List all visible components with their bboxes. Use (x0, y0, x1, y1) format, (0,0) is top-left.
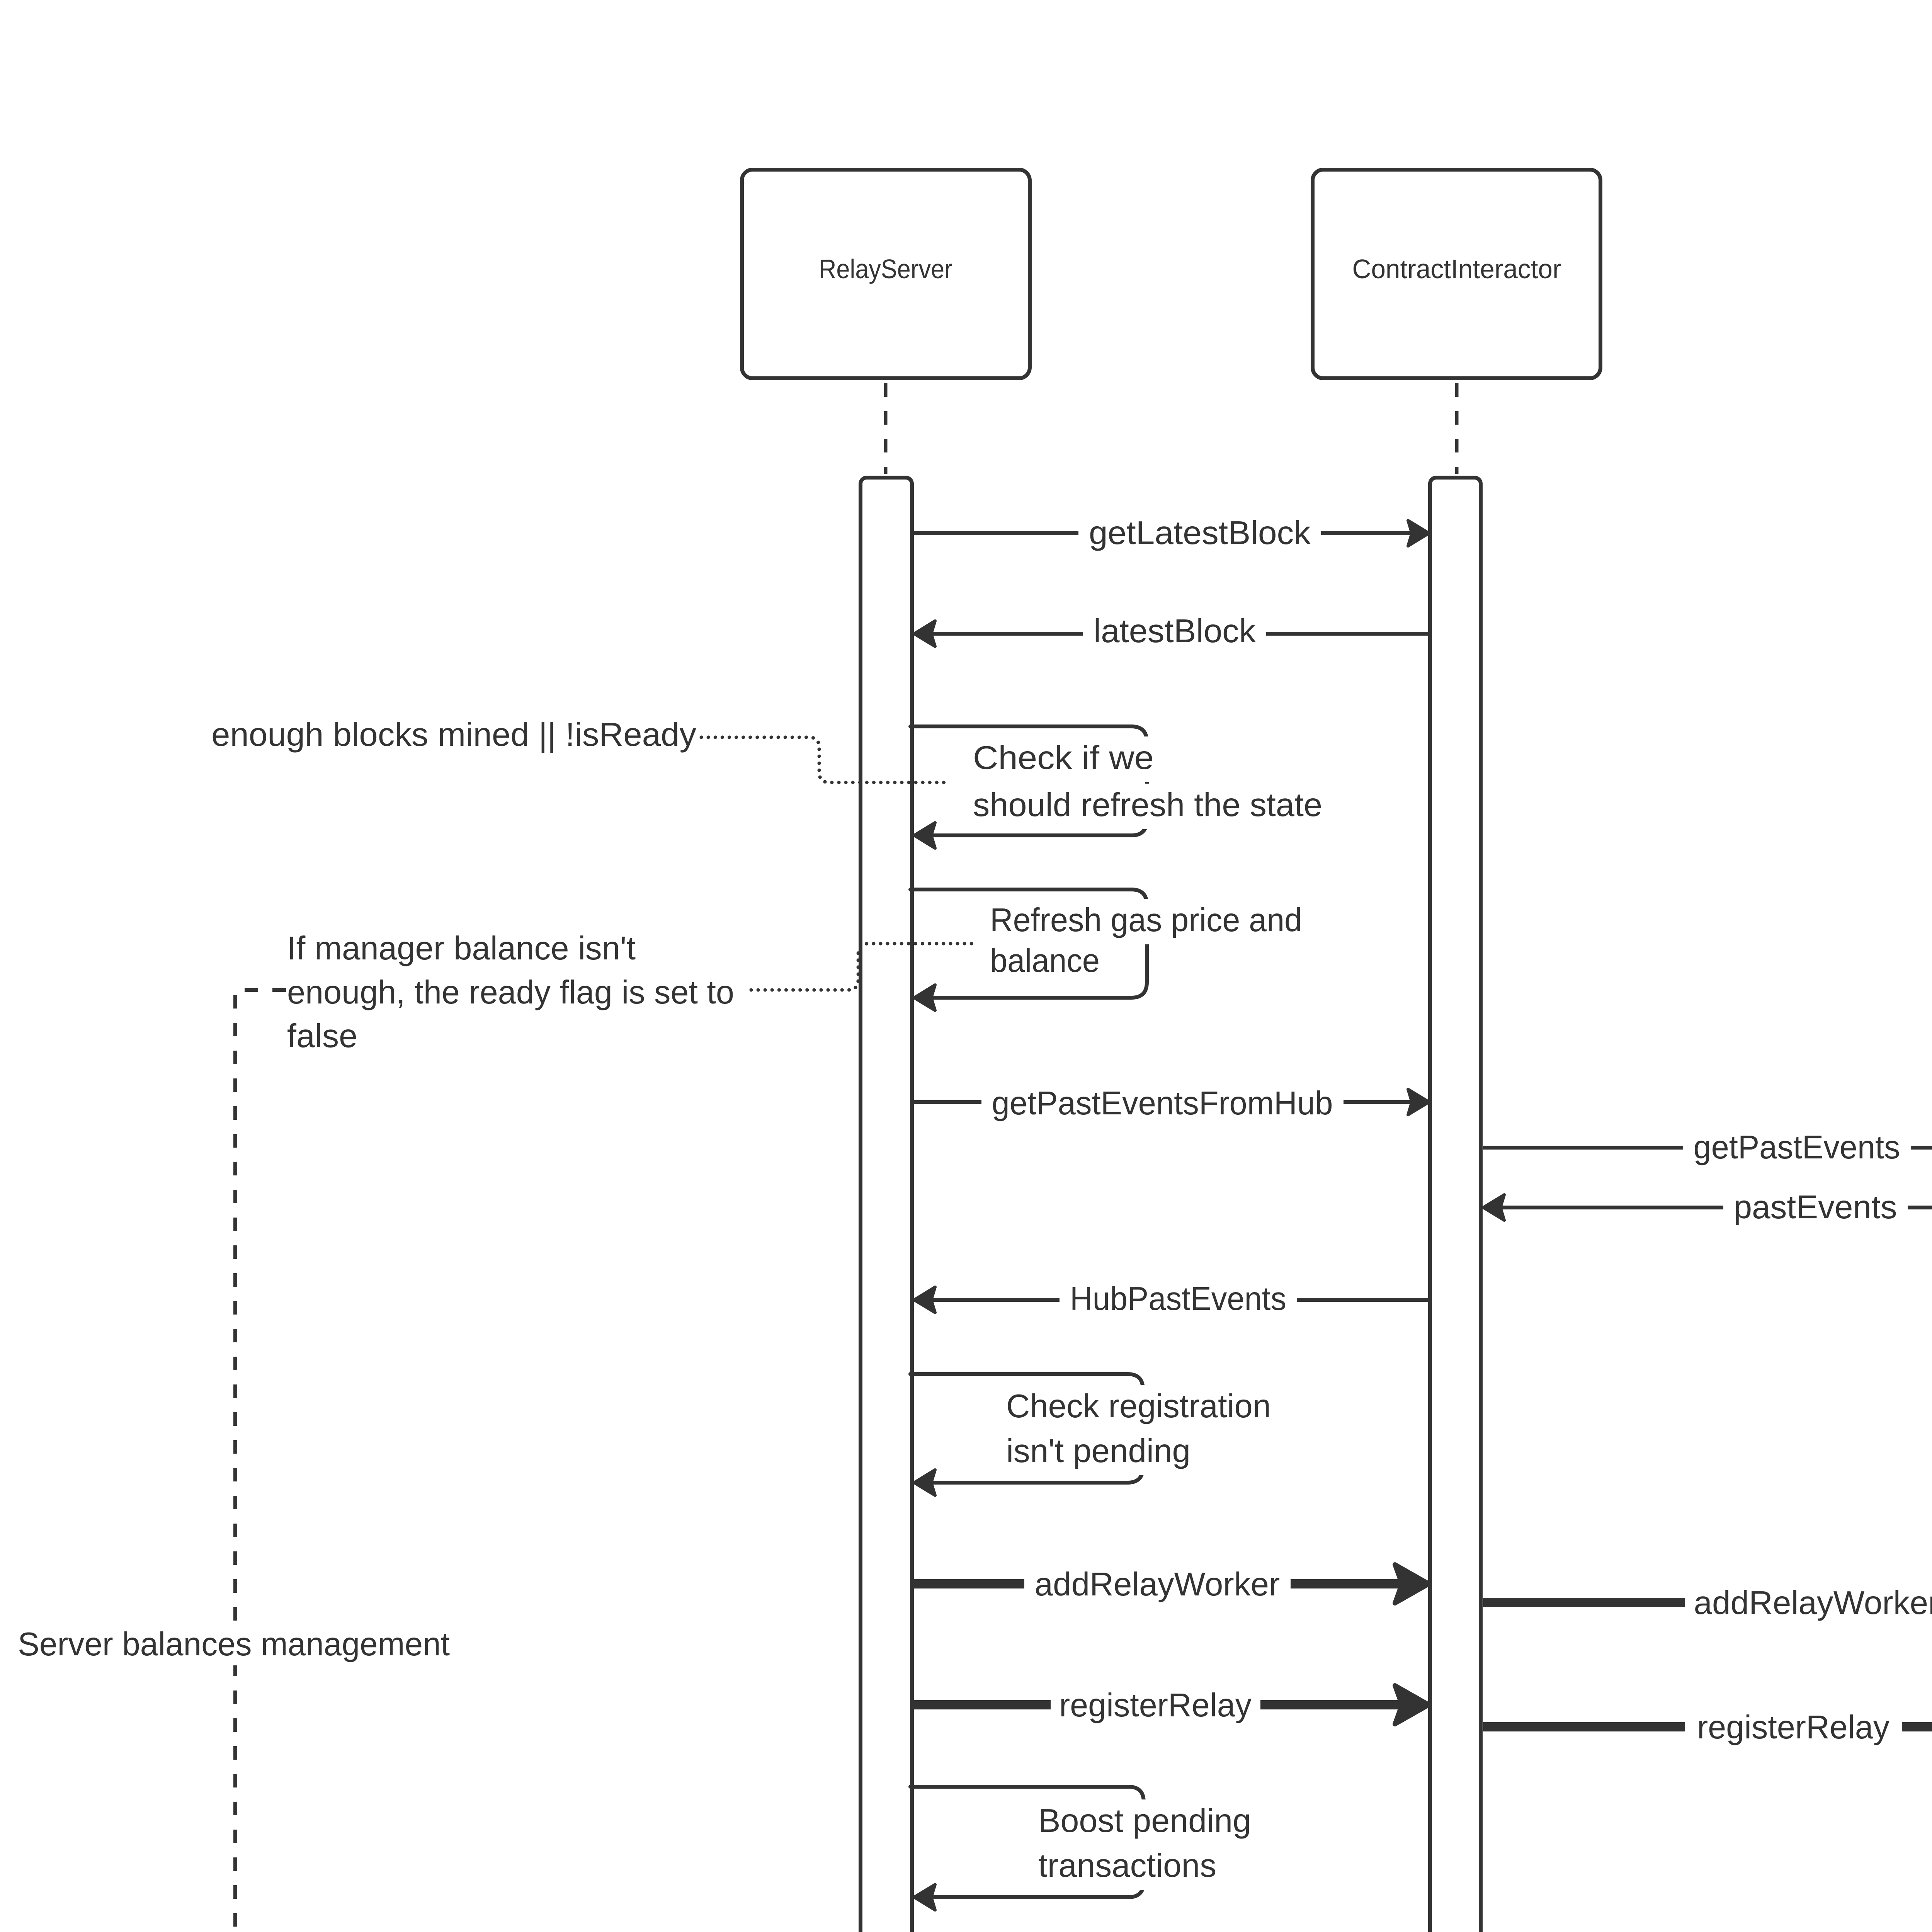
svg-text:getPastEventsFromHub: getPastEventsFromHub (992, 1085, 1333, 1122)
svg-text:Server balances management: Server balances management (18, 1626, 450, 1663)
svg-text:addRelayWorker: addRelayWorker (1035, 1566, 1280, 1603)
svg-text:transactions: transactions (1038, 1847, 1216, 1884)
svg-text:If manager balance isn't: If manager balance isn't (287, 930, 636, 967)
svg-text:ContractInteractor: ContractInteractor (1352, 254, 1561, 284)
svg-text:Refresh gas price and: Refresh gas price and (990, 902, 1302, 939)
svg-text:enough, the ready flag is set: enough, the ready flag is set to (287, 974, 734, 1011)
svg-text:registerRelay: registerRelay (1059, 1687, 1252, 1724)
svg-text:HubPastEvents: HubPastEvents (1070, 1281, 1286, 1317)
svg-text:false: false (287, 1018, 357, 1054)
svg-text:isn't pending: isn't pending (1006, 1433, 1190, 1469)
svg-text:addRelayWorker: addRelayWorker (1694, 1585, 1932, 1621)
svg-text:getPastEvents: getPastEvents (1694, 1129, 1900, 1166)
svg-text:pastEvents: pastEvents (1734, 1189, 1897, 1226)
svg-text:Check if we: Check if we (973, 740, 1154, 776)
svg-text:Boost pending: Boost pending (1038, 1803, 1251, 1839)
svg-text:enough blocks mined || !isRead: enough blocks mined || !isReady (211, 716, 697, 753)
svg-text:should refresh the state: should refresh the state (973, 787, 1322, 823)
svg-text:Check registration: Check registration (1006, 1388, 1271, 1425)
svg-text:getLatestBlock: getLatestBlock (1089, 515, 1311, 551)
svg-text:balance: balance (990, 942, 1100, 979)
svg-text:latestBlock: latestBlock (1094, 613, 1256, 650)
svg-text:RelayServer: RelayServer (819, 254, 952, 284)
svg-text:registerRelay: registerRelay (1697, 1709, 1889, 1746)
